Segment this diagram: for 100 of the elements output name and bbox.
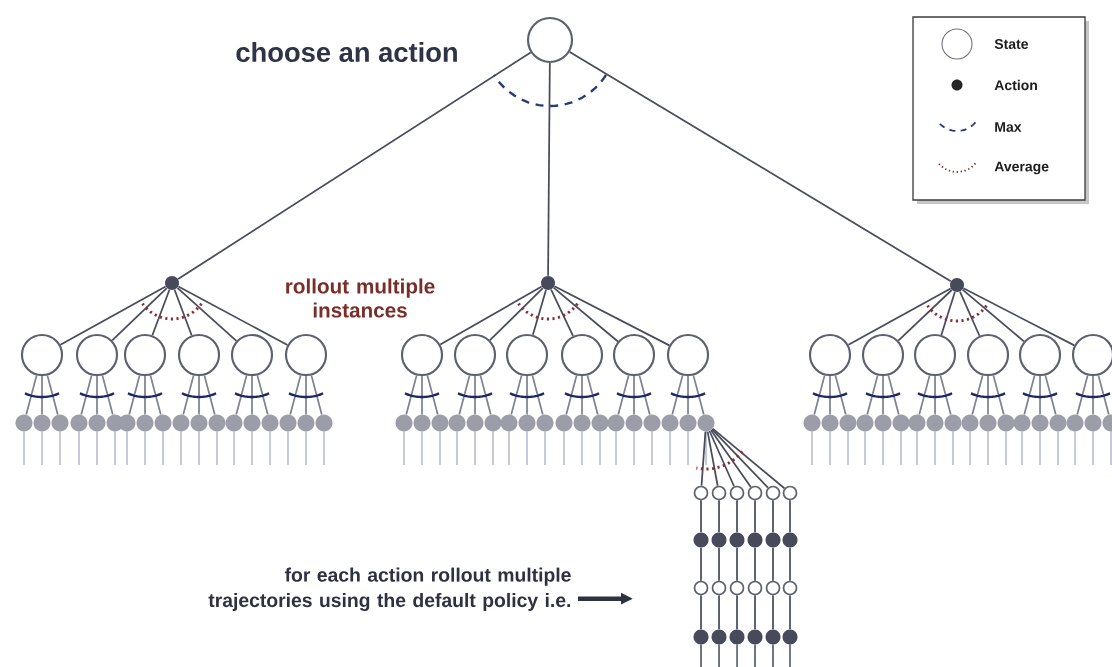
action-dot [243,414,261,432]
action-dot [591,414,609,432]
tree-edge [25,374,38,416]
action-dot [979,414,997,432]
tree-edge [961,288,1025,343]
state-circle [861,333,905,377]
tree-edge [687,375,689,416]
tree-edge [971,374,984,416]
tree-edge [96,375,98,416]
state-circle [123,333,167,377]
action-dot [729,532,745,548]
tree-edge [789,546,791,582]
tree-edge [1097,374,1110,416]
tree-edge [847,287,952,346]
tree-edge [918,374,931,416]
action-dot [573,414,591,432]
action-dot [518,414,536,432]
tree-edge [581,375,583,416]
caption-text: for each action rollout multiple trajectories using the default policy i.e. [208,567,571,612]
action-dot [1084,414,1102,432]
annotation: rollout multiple instances [286,278,435,318]
action-dot [874,414,892,432]
tree-edge [59,285,167,346]
action-dot [661,414,679,432]
tree-edge [198,375,200,416]
action-dot [961,414,979,432]
legend-label: Action [994,79,1037,91]
tree-edge [128,374,141,416]
tree-edge [526,375,528,416]
tree-edge [706,430,719,487]
tree-edge [772,594,774,631]
tree-edge [111,287,168,342]
legend-label: Max [995,122,1022,132]
action-dot [448,414,466,432]
tree-edge [256,374,269,416]
state-circle [808,333,852,377]
action-dot [1013,414,1031,432]
action-dot [466,414,484,432]
tree-edge [101,374,114,416]
action-dot [607,414,625,432]
action-dot [711,629,727,645]
action-dot [892,414,910,432]
tree-edge [700,430,707,487]
action-dot [693,532,709,548]
tree-edge [552,286,619,343]
tree-edge [711,428,769,489]
action-dot [643,414,661,432]
action-dot [711,532,727,548]
tree-edge [754,594,756,631]
tree-edge [80,374,93,416]
tree-edge [940,291,956,336]
tree-edge [700,499,702,534]
action-dot [944,414,962,432]
tree-edge [718,546,720,582]
tree-edge [176,287,238,342]
state-circle [400,333,444,377]
state-circle [966,333,1010,377]
tree-edge [182,374,195,416]
action-dot [856,414,874,432]
action-dot [136,414,154,432]
state-circle [1018,333,1062,377]
tree-edge [144,375,146,416]
tree-edge [882,375,884,416]
tree-edge [149,374,162,416]
tree-edge [789,499,791,534]
state-circle [453,333,497,377]
tree-edge [479,374,492,416]
tree-edge [532,289,547,336]
tree-edge [829,375,831,416]
tree-edge [987,375,989,416]
action-dot [33,414,51,432]
tree-edge [887,374,900,416]
tree-edge [1076,374,1089,416]
action-dot [765,629,781,645]
action-dot [431,414,449,432]
state-circle [560,333,604,377]
tree-edge [203,374,216,416]
tree-edge [834,374,847,416]
action-dot [782,629,798,645]
tree-edge [474,375,476,416]
tree-edge [458,374,471,416]
tree-edge [421,375,423,416]
tree-edge [426,374,439,416]
action-dot [625,414,643,432]
state-circle [666,333,710,377]
action-dot [172,414,190,432]
tree-edge [531,374,544,416]
tree-edge [565,374,578,416]
tree-edge [718,499,720,534]
action-dot [821,414,839,432]
action-dot [926,414,944,432]
action-dot [225,414,243,432]
tree-edge [310,374,323,416]
action-dot [1066,414,1084,432]
action-dot [500,414,518,432]
tree-edge [617,374,630,416]
tree-edge [813,374,826,416]
tree-edge [736,594,738,631]
tree-edge [586,374,599,416]
tree-edge [772,546,774,582]
